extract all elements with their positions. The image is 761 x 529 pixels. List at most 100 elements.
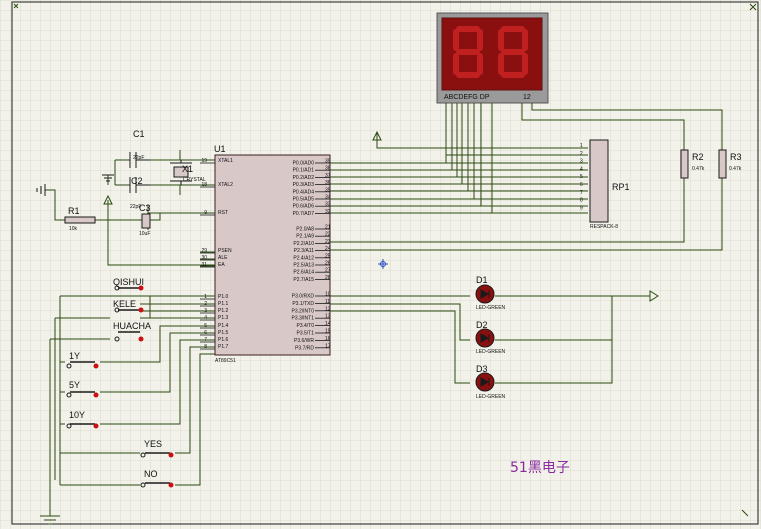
button-5y[interactable]: 5Y: [66, 380, 99, 398]
mcu-pin-number: 14: [325, 321, 331, 327]
button-yes-label: YES: [144, 439, 162, 449]
r2-value: 0.47k: [692, 166, 705, 172]
vcc-arrow-top-icon: [372, 130, 382, 141]
mcu-pin-number: 17: [325, 343, 331, 349]
led-supply-arrow-icon: [649, 290, 659, 302]
mcu-pin-name: P1.1: [218, 301, 229, 307]
button-1y-label: 1Y: [69, 351, 80, 361]
led-d2[interactable]: D2 LED-GREEN: [475, 320, 506, 355]
c3-value: 10uF: [139, 231, 150, 237]
capacitor-c3[interactable]: C3 10uF: [139, 203, 151, 237]
capacitor-c2[interactable]: C2 22pF: [129, 176, 150, 210]
mcu-pin-name: P0.7/AD7: [293, 211, 315, 217]
mcu-pin-name: P0.0/AD0: [293, 161, 315, 167]
c1-ref: C1: [133, 129, 145, 139]
corner-marker-top-right-icon: [749, 3, 757, 11]
probe-cross-icon: [378, 259, 388, 269]
button-10y[interactable]: 10Y: [66, 410, 99, 429]
button-qishui[interactable]: QISHUI: [113, 277, 144, 291]
mcu-pin-number: 36: [325, 180, 331, 186]
mcu-pin-name: P2.3/A11: [294, 248, 314, 254]
button-huacha[interactable]: HUACHA: [113, 321, 151, 342]
d3-value: LED-GREEN: [476, 394, 506, 400]
button-yes[interactable]: YES: [140, 439, 174, 458]
d1-value: LED-GREEN: [476, 305, 506, 311]
mcu-pin-number: 6: [204, 330, 207, 336]
button-qishui-label: QISHUI: [113, 277, 144, 287]
mcu-pin-number: 2: [204, 301, 207, 307]
mcu-pin-number: 4: [204, 315, 207, 321]
button-5y-label: 5Y: [69, 380, 80, 390]
button-no[interactable]: NO: [140, 469, 174, 488]
corner-marker-top-left-icon: [13, 3, 19, 9]
rp1-pin-number: 3: [580, 159, 583, 165]
mcu-pin-name: RST: [218, 210, 228, 216]
ground-left-icon: [36, 184, 46, 196]
mcu-pin-number: 21: [325, 225, 331, 231]
mcu-pin-name: P2.4/A12: [293, 255, 314, 261]
mcu-pin-number: 33: [325, 202, 331, 208]
mcu-pin-number: 26: [325, 261, 331, 267]
crystal-x1[interactable]: X1 CRYSTAL: [170, 160, 206, 185]
mcu-pin-name: P3.4/T0: [296, 323, 314, 329]
led-d3[interactable]: D3 LED-GREEN: [475, 364, 506, 400]
mcu-pin-name: P1.6: [218, 337, 229, 343]
mcu-pin-name: P0.3/AD3: [293, 182, 315, 188]
mcu-pin-number: 31: [201, 262, 207, 268]
d1-ref: D1: [476, 275, 488, 285]
mcu-pin-number: 19: [201, 158, 207, 164]
vcc-arrow-left-icon: [103, 194, 113, 205]
resistor-r3[interactable]: R3 0.47k: [718, 149, 742, 179]
rp1-pin-number: 8: [580, 198, 583, 204]
c2-value: 22pF: [130, 204, 141, 210]
mcu-pin-number: 5: [204, 323, 207, 329]
seven-segment-display[interactable]: ABCDEFG DP 12: [436, 12, 549, 104]
mcu-pin-name: P3.5/T1: [296, 331, 314, 337]
button-1y[interactable]: 1Y: [66, 351, 99, 369]
mcu-pin-name: P1.5: [218, 330, 229, 336]
rp1-ref: RP1: [612, 182, 630, 192]
mcu-pin-name: P3.2/INT0: [291, 308, 314, 314]
rp1-pin-number: 6: [580, 182, 583, 188]
mcu-pin-number: 15: [325, 329, 331, 335]
mcu-pin-name: P2.0/A8: [296, 227, 314, 233]
mcu-pin-number: 9: [204, 210, 207, 216]
button-kele-label: KELE: [113, 299, 136, 309]
digit-segments-left: [453, 26, 483, 78]
resistor-r2[interactable]: R2 0.47k: [680, 149, 705, 179]
mcu-pin-number: 32: [325, 209, 331, 215]
c2-ref: C2: [131, 176, 143, 186]
mcu-ref: U1: [214, 144, 226, 154]
mcu-pin-name: P2.6/A14: [293, 270, 314, 276]
mcu-pin-number: 8: [204, 344, 207, 350]
mcu-pin-name: P0.6/AD6: [293, 204, 315, 210]
mcu-pin-name: ALE: [218, 255, 228, 261]
mcu-pin-number: 12: [325, 306, 331, 312]
x1-ref: X1: [182, 164, 193, 174]
button-kele[interactable]: KELE: [113, 299, 144, 313]
r1-ref: R1: [68, 206, 80, 216]
display-digit-label: 12: [523, 94, 531, 101]
mcu-pin-number: 39: [325, 159, 331, 165]
rp1-pin-number: 1: [580, 143, 583, 149]
capacitor-c1[interactable]: C1 22pF: [129, 129, 150, 168]
led-d1[interactable]: D1 LED-GREEN: [475, 275, 506, 311]
r2-ref: R2: [692, 152, 704, 162]
mcu-pin-name: P3.6/WR: [294, 338, 314, 344]
watermark-text: 51黑电子: [510, 460, 570, 476]
resistor-r1[interactable]: R1 10k: [64, 206, 96, 232]
r3-ref: R3: [730, 152, 742, 162]
mcu-pin-name: P1.4: [218, 323, 229, 329]
mcu-pin-name: XTAL1: [218, 158, 233, 164]
corner-marker-bottom-right-icon: [741, 509, 749, 517]
mcu-pin-number: 35: [325, 187, 331, 193]
mcu-pin-name: P2.1/A9: [296, 234, 314, 240]
mcu-pin-number: 27: [325, 268, 331, 274]
sheet-border: [11, 1, 759, 525]
mcu-pin-number: 13: [325, 314, 331, 320]
mcu-pin-name: P3.3/INT1: [291, 316, 314, 322]
